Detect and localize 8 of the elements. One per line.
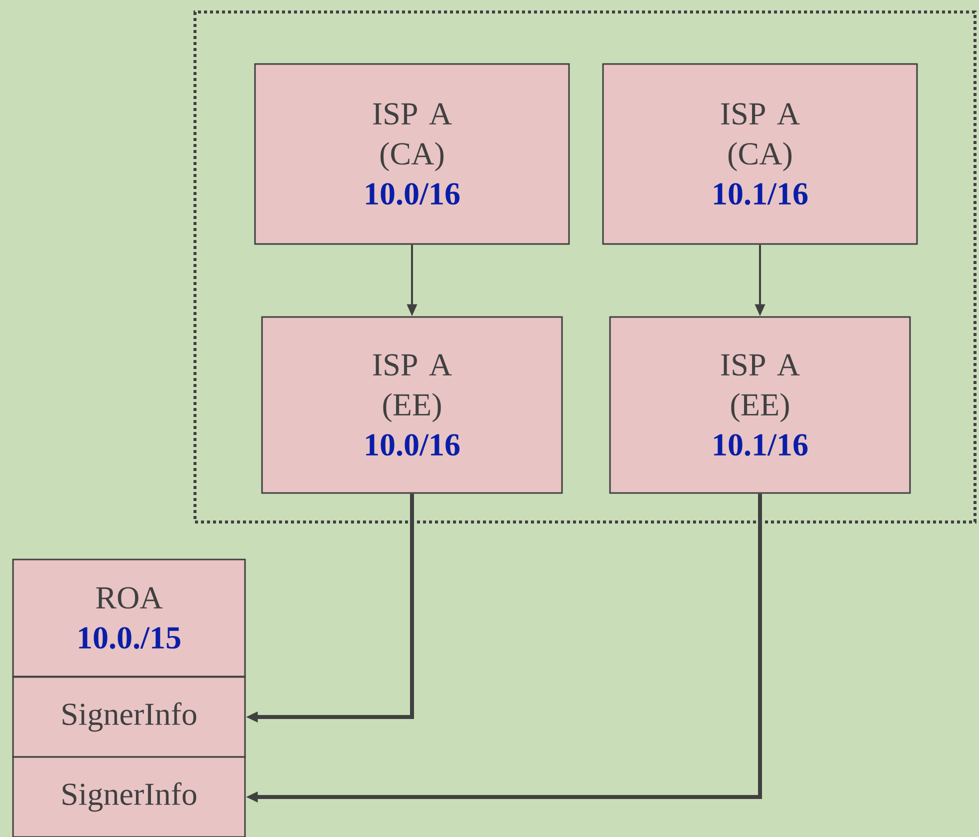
signer-info-cell: SignerInfo bbox=[12, 756, 246, 837]
certificate-box: ISP A (EE) 10.0/16 bbox=[261, 316, 563, 494]
certificate-box: ISP A (CA) 10.1/16 bbox=[602, 63, 918, 245]
signer-info-cell: SignerInfo bbox=[12, 676, 246, 758]
roa-box: ROA 10.0./15 bbox=[12, 558, 246, 678]
certificate-box: ISP A (CA) 10.0/16 bbox=[254, 63, 570, 245]
certificate-box: ISP A (EE) 10.1/16 bbox=[609, 316, 911, 494]
dotted-frame bbox=[194, 10, 976, 524]
